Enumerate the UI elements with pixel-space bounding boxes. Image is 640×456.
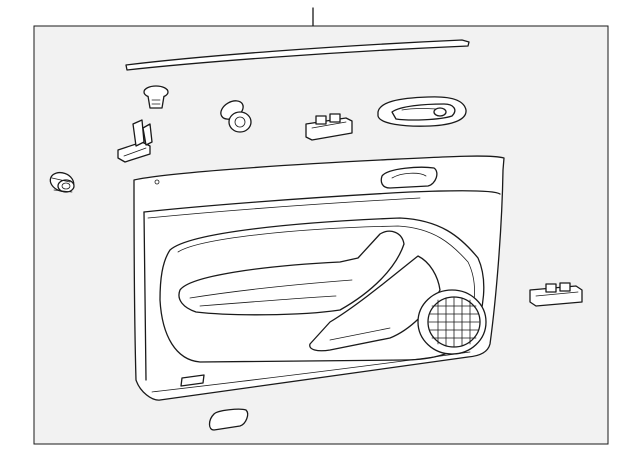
speaker-grille	[417, 289, 487, 355]
inside-door-handle	[377, 96, 467, 127]
reflector-insert	[208, 408, 249, 431]
door-trim-panel	[133, 155, 505, 401]
rivet-fastener	[49, 171, 75, 193]
push-pin-clip	[143, 85, 169, 109]
belt-molding-strip	[125, 39, 470, 71]
window-switch-side	[529, 282, 583, 307]
grommet-clip	[220, 100, 252, 133]
window-switch-small	[305, 113, 353, 141]
mounting-bracket	[117, 119, 153, 163]
